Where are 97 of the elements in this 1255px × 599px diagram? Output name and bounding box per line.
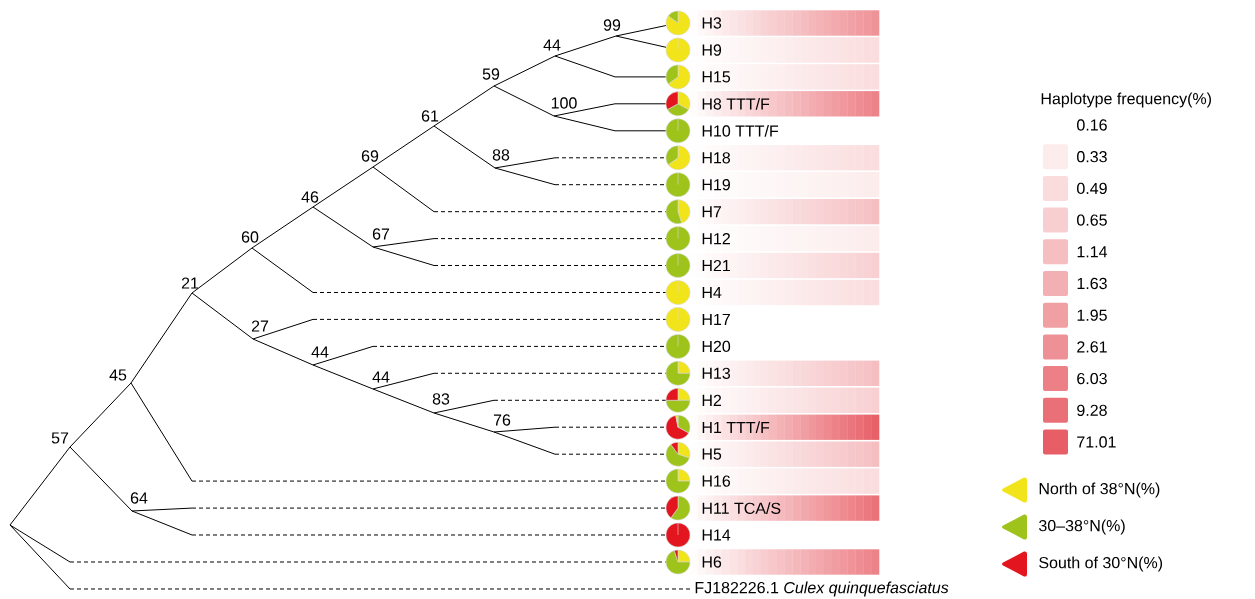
tree-branch xyxy=(9,524,667,563)
bootstrap-value: 69 xyxy=(361,150,379,162)
legend-text: 30–38°N(%) xyxy=(1039,519,1125,535)
haplotype-label: H19 xyxy=(702,179,730,191)
bootstrap-value: 83 xyxy=(432,393,450,405)
tree-branch xyxy=(372,372,667,390)
bootstrap-value: 27 xyxy=(251,320,269,332)
haplotype-label: H1 TTT/F xyxy=(702,421,770,434)
legend-title: Haplotype frequency(%) xyxy=(1041,92,1211,108)
legend-text: 0.65 xyxy=(1077,214,1107,226)
legend-text: 0.49 xyxy=(1077,182,1107,195)
tree-branch xyxy=(554,35,617,57)
tree-branch xyxy=(312,345,667,366)
bootstrap-value: 100 xyxy=(551,97,577,109)
bootstrap-value: 44 xyxy=(543,39,561,51)
tree-branch xyxy=(493,431,667,455)
legend-text: 1.95 xyxy=(1077,309,1107,321)
tree-branch xyxy=(372,388,435,414)
legend-text: North of 38°N(%) xyxy=(1039,482,1160,498)
bootstrap-value: 44 xyxy=(372,371,390,383)
bootstrap-value: 59 xyxy=(482,68,500,80)
tree-branch xyxy=(312,206,374,248)
bootstrap-value: 45 xyxy=(109,369,127,381)
tree-branch xyxy=(191,292,254,340)
tree-branch xyxy=(251,247,667,293)
haplotype-label: H20 xyxy=(702,340,731,353)
haplotype-label: H8 TTT/F xyxy=(702,97,770,110)
tree-branch xyxy=(554,55,667,78)
tree-branch xyxy=(493,55,556,87)
tree-branch xyxy=(372,238,667,248)
tree-branch xyxy=(372,246,667,266)
haplotype-label: H4 xyxy=(702,287,722,298)
legend-text: 0.33 xyxy=(1077,151,1107,163)
haplotype-label: H16 xyxy=(702,475,731,487)
tree-branch xyxy=(433,412,495,433)
tree-branch xyxy=(191,247,253,294)
bootstrap-value: 46 xyxy=(301,191,319,203)
tree-branch xyxy=(252,338,314,366)
tree-branch xyxy=(553,115,667,132)
haplotype-label: H14 xyxy=(702,529,731,541)
tree-branch xyxy=(252,318,667,340)
tree-branch xyxy=(372,166,667,213)
haplotype-label: H17 xyxy=(702,313,730,325)
tree-branch xyxy=(69,446,133,512)
tree-branch xyxy=(131,510,667,536)
legend-text: 71.01 xyxy=(1077,436,1116,448)
tree-branch xyxy=(615,25,667,37)
tree-branch xyxy=(433,399,667,414)
legend-text: 1.63 xyxy=(1077,277,1107,290)
tree-branch xyxy=(433,85,495,127)
tree-branch xyxy=(553,103,667,117)
bootstrap-value: 60 xyxy=(241,231,259,243)
tree-branch xyxy=(615,35,667,48)
legend-text: 9.28 xyxy=(1077,404,1107,416)
tree-branch xyxy=(312,364,374,390)
legend-text: 2.61 xyxy=(1077,341,1107,353)
tree-branch xyxy=(130,382,667,482)
tree-branch xyxy=(494,167,667,186)
tree-branch xyxy=(493,426,667,433)
tree-branch xyxy=(372,125,435,168)
tree-branch xyxy=(9,524,693,590)
tree-branch xyxy=(312,166,374,208)
bootstrap-value: 21 xyxy=(181,277,199,289)
tree-branch xyxy=(251,206,314,249)
haplotype-label: H7 xyxy=(702,206,722,218)
bootstrap-value: 61 xyxy=(421,110,439,122)
tree-branch xyxy=(130,292,193,384)
bootstrap-value: 76 xyxy=(493,414,511,426)
bootstrap-value: 64 xyxy=(130,492,148,504)
tree-branch xyxy=(9,446,71,526)
bootstrap-value: 44 xyxy=(311,346,329,358)
bootstrap-value: 99 xyxy=(603,19,621,31)
haplotype-label: H12 xyxy=(702,233,730,245)
tree-branch xyxy=(69,382,132,448)
tree-branch xyxy=(494,157,667,169)
haplotype-label: H18 xyxy=(702,152,731,164)
haplotype-label: H11 TCA/S xyxy=(702,502,781,514)
bootstrap-value: 57 xyxy=(51,432,69,444)
haplotype-label: H3 xyxy=(702,17,722,29)
legend-text: 0.16 xyxy=(1077,119,1107,131)
haplotype-label: H9 xyxy=(702,44,722,56)
tree-branch xyxy=(493,85,555,117)
haplotype-label: H2 xyxy=(702,394,722,406)
haplotype-label: H21 xyxy=(702,259,730,272)
haplotype-label: H15 xyxy=(702,71,731,83)
legend-text: 1.14 xyxy=(1077,246,1108,258)
bootstrap-value: 88 xyxy=(492,149,510,161)
tree-branch xyxy=(433,125,496,169)
haplotype-label: H5 xyxy=(702,448,722,460)
haplotype-label: H6 xyxy=(702,556,722,568)
legend-text: 6.03 xyxy=(1077,372,1107,385)
tree-branch xyxy=(131,507,667,512)
bootstrap-value: 67 xyxy=(372,228,390,240)
outgroup-label: FJ182226.1 Culex quinquefasciatus xyxy=(695,581,949,597)
legend-text: South of 30°N(%) xyxy=(1039,556,1163,572)
haplotype-label: H13 xyxy=(702,367,731,379)
haplotype-label: H10 TTT/F xyxy=(702,124,779,137)
